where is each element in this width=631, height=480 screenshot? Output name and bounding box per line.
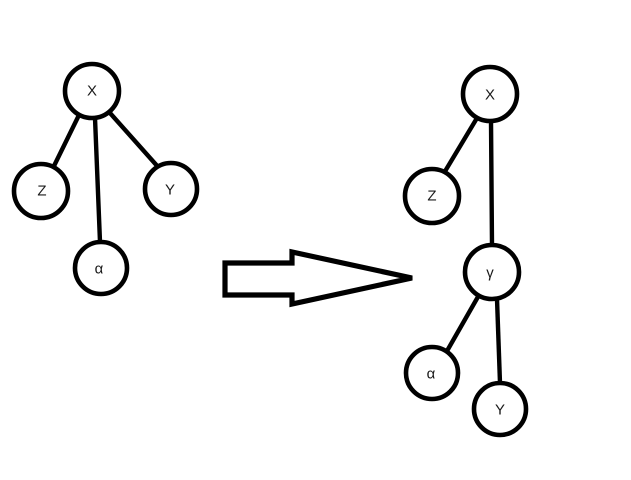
transformation-arrow bbox=[222, 248, 413, 308]
node-gamma-circle[interactable] bbox=[462, 242, 522, 302]
result-tree: X Z γ α Y bbox=[402, 64, 529, 438]
node-x[interactable]: X bbox=[62, 61, 122, 121]
node-y-circle[interactable] bbox=[142, 160, 200, 218]
node-y[interactable]: Y bbox=[142, 160, 200, 218]
node-y2[interactable]: Y bbox=[471, 380, 529, 438]
transformation-arrow-shape bbox=[222, 248, 413, 308]
edge-x-to-alpha bbox=[92, 115, 103, 245]
source-tree: X Z α Y bbox=[11, 61, 200, 297]
node-x2[interactable]: X bbox=[460, 64, 520, 124]
node-z2[interactable]: Z bbox=[402, 166, 462, 226]
edge-x-to-z bbox=[50, 112, 82, 171]
node-z[interactable]: Z bbox=[11, 161, 71, 221]
node-z-circle[interactable] bbox=[11, 161, 71, 221]
node-alpha[interactable]: α bbox=[72, 239, 130, 297]
edge-gamma-to-y2 bbox=[494, 296, 503, 386]
node-x2-circle[interactable] bbox=[460, 64, 520, 124]
node-alpha2-circle[interactable] bbox=[403, 344, 461, 402]
edge-x2-to-z2 bbox=[441, 115, 480, 176]
node-x-circle[interactable] bbox=[62, 61, 122, 121]
edge-x2-to-gamma bbox=[488, 118, 495, 248]
node-alpha2[interactable]: α bbox=[403, 344, 461, 402]
node-alpha-circle[interactable] bbox=[72, 239, 130, 297]
node-y2-circle[interactable] bbox=[471, 380, 529, 438]
node-gamma[interactable]: γ bbox=[462, 242, 522, 302]
edge-x-to-y bbox=[107, 110, 162, 171]
result-tree-edges bbox=[441, 115, 503, 386]
edge-gamma-to-alpha2 bbox=[444, 292, 482, 354]
node-z2-circle[interactable] bbox=[402, 166, 462, 226]
source-tree-edges bbox=[50, 110, 162, 245]
